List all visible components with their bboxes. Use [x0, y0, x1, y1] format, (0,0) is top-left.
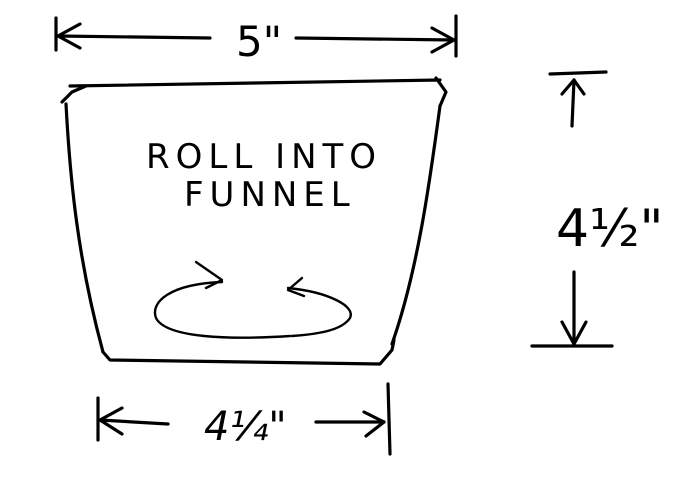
instruction-line-2: FUNNEL [184, 175, 356, 215]
roll-arrow-right [286, 286, 352, 338]
roll-direction-arrows [153, 260, 352, 339]
bottom-width-label: 4¼" [204, 404, 287, 450]
height-label: 4½" [556, 199, 663, 259]
bottom-width-dimension: 4¼" [96, 382, 392, 456]
template-outline [60, 76, 448, 366]
top-width-label: 5" [236, 17, 282, 66]
instruction-line-1: ROLL INTO [146, 137, 382, 177]
height-dimension: 4½" [530, 70, 663, 348]
instruction-note: ROLL INTO FUNNEL [146, 137, 382, 215]
top-width-dimension: 5" [54, 14, 458, 66]
roll-arrow-left [153, 280, 292, 339]
